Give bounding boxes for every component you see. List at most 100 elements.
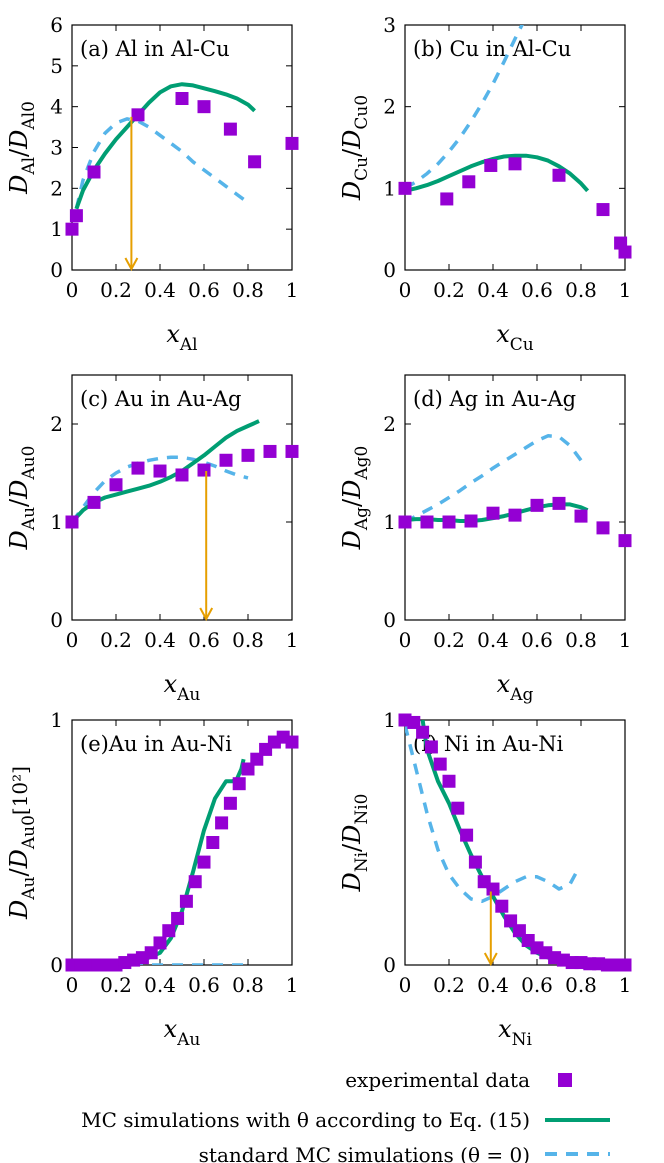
panel-title: (a) Al in Al-Cu — [80, 37, 230, 61]
x-tick-label: 0.8 — [565, 278, 597, 302]
y-tick-label: 0 — [383, 608, 396, 632]
x-axis-label: xAu — [164, 670, 201, 705]
series-line-mc-theta — [72, 419, 260, 524]
x-tick-label: 0.8 — [232, 628, 264, 652]
data-point — [175, 92, 189, 105]
legend-marker-experimental — [558, 1073, 572, 1087]
series-line-mc-standard — [405, 25, 524, 190]
x-tick-label: 0.6 — [521, 973, 553, 997]
series-line-mc-standard — [72, 455, 249, 524]
data-point — [486, 882, 500, 896]
series-line-mc-standard — [405, 434, 583, 524]
data-point — [618, 534, 632, 548]
data-point — [250, 752, 264, 766]
data-point — [215, 816, 229, 830]
data-point — [219, 453, 233, 467]
data-point — [442, 515, 456, 529]
y-tick-label: 0 — [50, 258, 63, 282]
legend-label-mc-theta: MC simulations with θ according to Eq. (… — [81, 1108, 530, 1132]
data-point — [188, 875, 202, 889]
data-point — [420, 515, 434, 529]
x-tick-label: 0.2 — [100, 628, 132, 652]
data-point — [574, 509, 588, 523]
data-point — [175, 468, 189, 482]
y-tick-label: 4 — [50, 95, 63, 119]
composition-arrow-head — [199, 607, 214, 622]
x-tick-label: 0.4 — [144, 278, 176, 302]
data-point — [451, 801, 465, 815]
data-point — [87, 165, 101, 179]
plot-area — [74, 82, 256, 210]
data-point — [171, 911, 185, 925]
data-point — [552, 168, 566, 182]
panel-title: (b) Cu in Al-Cu — [413, 37, 571, 61]
data-point — [484, 158, 498, 172]
data-point — [248, 155, 262, 169]
y-tick-label: 5 — [50, 54, 63, 78]
data-point — [618, 245, 632, 259]
data-point — [263, 444, 277, 458]
data-point — [442, 774, 456, 788]
data-point — [424, 740, 438, 754]
y-tick-label: 6 — [50, 13, 63, 37]
x-tick-label: 0.4 — [477, 278, 509, 302]
x-axis-label: xAg — [497, 670, 534, 705]
data-point — [462, 175, 476, 189]
data-point — [162, 924, 176, 938]
series-line-mc-theta — [405, 153, 590, 193]
x-tick-label: 0.4 — [144, 628, 176, 652]
legend-label-experimental: experimental data — [345, 1068, 530, 1092]
y-tick-label: 0 — [50, 608, 63, 632]
data-point — [512, 924, 526, 938]
plot-area — [72, 419, 260, 524]
plot-frame — [71, 24, 293, 271]
x-tick-label: 1 — [619, 628, 632, 652]
legend-label-mc-standard: standard MC simulations (θ = 0) — [199, 1143, 530, 1163]
x-tick-label: 0.2 — [100, 973, 132, 997]
data-point — [530, 498, 544, 512]
data-point — [552, 496, 566, 510]
x-tick-label: 0 — [399, 628, 412, 652]
x-tick-label: 0.8 — [232, 278, 264, 302]
data-point — [407, 715, 421, 729]
x-tick-label: 0.2 — [433, 628, 465, 652]
data-point — [495, 899, 509, 913]
series-line-mc-theta — [72, 758, 246, 965]
y-tick-label: 0 — [383, 953, 396, 977]
data-point — [285, 444, 299, 458]
x-tick-label: 0.4 — [477, 973, 509, 997]
data-point — [153, 464, 167, 478]
series-line-mc-theta — [74, 82, 256, 210]
x-tick-label: 0.4 — [477, 628, 509, 652]
data-point — [69, 209, 83, 223]
data-point — [486, 506, 500, 520]
x-tick-label: 1 — [619, 278, 632, 302]
x-tick-label: 0 — [66, 278, 79, 302]
x-tick-label: 1 — [619, 973, 632, 997]
y-tick-label: 1 — [383, 708, 396, 732]
data-point — [285, 136, 299, 150]
data-point — [416, 725, 430, 739]
data-point — [223, 122, 237, 136]
y-axis-label: DAg/DAg0 — [338, 446, 372, 551]
x-tick-label: 0.2 — [100, 278, 132, 302]
panel-title: (e)Au in Au-Ni — [80, 732, 232, 756]
x-tick-label: 0.6 — [188, 628, 220, 652]
panel-title: (d) Ag in Au-Ag — [413, 387, 576, 411]
x-tick-label: 0 — [399, 973, 412, 997]
y-tick-label: 3 — [50, 136, 63, 160]
x-tick-label: 0 — [66, 628, 79, 652]
data-point — [65, 222, 79, 236]
plot-area — [72, 758, 246, 965]
x-tick-label: 0.8 — [232, 973, 264, 997]
plot-frame — [404, 374, 626, 621]
x-tick-label: 0.6 — [521, 628, 553, 652]
y-tick-label: 2 — [50, 412, 63, 436]
data-point — [144, 946, 158, 960]
data-point — [109, 478, 123, 492]
y-tick-label: 1 — [383, 510, 396, 534]
